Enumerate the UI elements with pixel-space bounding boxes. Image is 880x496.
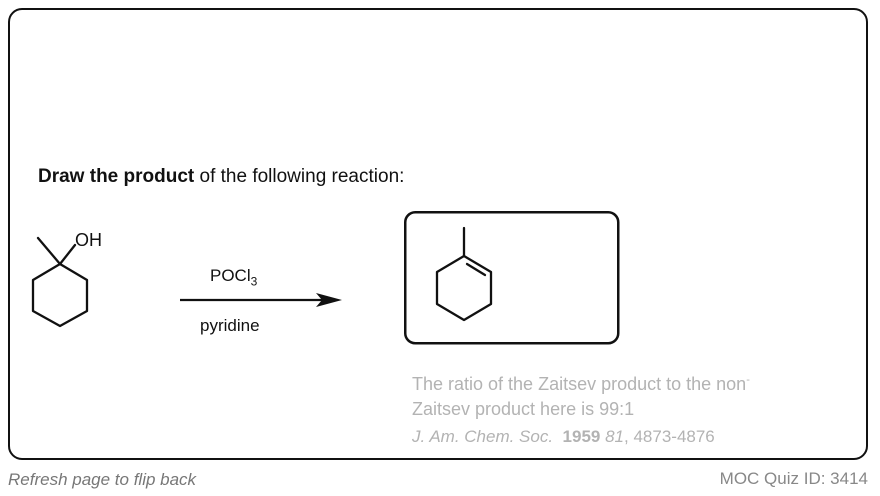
product-structure xyxy=(435,226,493,322)
reactant-structure: OH xyxy=(31,230,102,328)
note-line1: The ratio of the Zaitsev product to the … xyxy=(412,374,750,394)
reactant-oh-bond xyxy=(58,243,77,266)
question-rest: of the following reaction: xyxy=(199,166,405,187)
question-prompt: Draw the product of the following reacti… xyxy=(38,166,404,188)
citation-pages: , 4873-4876 xyxy=(624,427,715,446)
citation-year: 1959 xyxy=(562,427,601,446)
citation-volume: 81 xyxy=(605,427,625,446)
solvent-label: pyridine xyxy=(200,316,260,335)
refresh-hint: Refresh page to flip back xyxy=(8,470,197,489)
question-bold: Draw the product xyxy=(38,166,195,187)
selectivity-note: The ratio of the Zaitsev product to the … xyxy=(412,368,750,422)
quiz-id: MOC Quiz ID: 3414 xyxy=(719,469,868,488)
citation-journal: J. Am. Chem. Soc. xyxy=(412,427,554,446)
product-double-bond xyxy=(465,262,487,277)
citation: J. Am. Chem. Soc. 1959 81, 4873-4876 xyxy=(412,427,715,447)
reactant-ring xyxy=(31,262,89,328)
product-box xyxy=(404,211,620,345)
reactant-oh-label: OH xyxy=(75,230,102,250)
reaction-arrow xyxy=(180,293,342,307)
reagent-label: POCl3 xyxy=(210,266,258,289)
quiz-card[interactable] xyxy=(8,8,868,460)
note-line2: Zaitsev product here is 99:1 xyxy=(412,399,635,419)
reactant-methyl-bond xyxy=(36,236,62,266)
product-ring xyxy=(435,254,493,322)
